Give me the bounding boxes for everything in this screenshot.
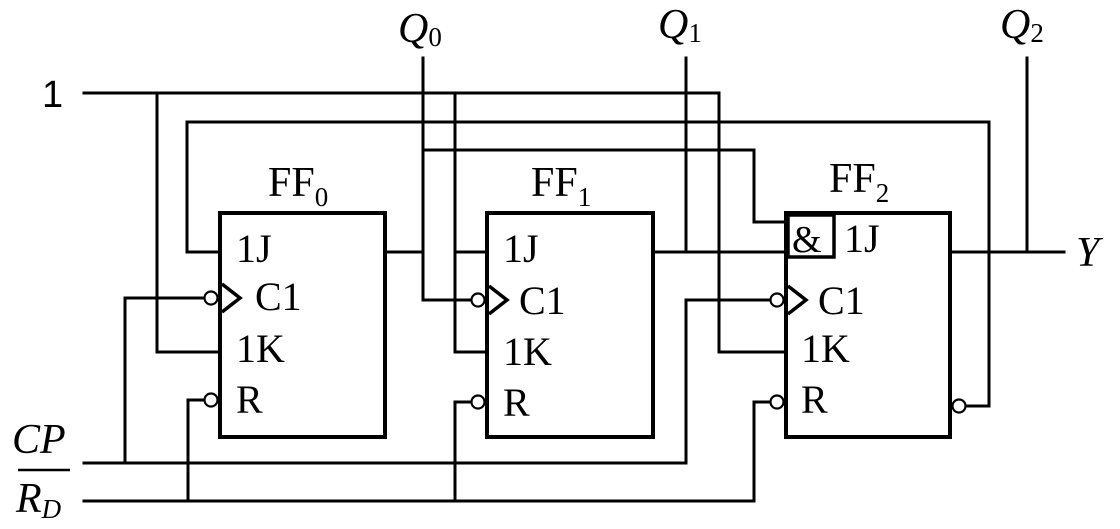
ff1-reset-bubble-icon <box>470 394 486 410</box>
ff0-box <box>218 211 387 439</box>
q2-label: Q2 <box>1000 2 1044 48</box>
rd-letter: R <box>15 476 42 522</box>
wire-one-to-ff0-k <box>155 91 222 354</box>
ff2-index: 2 <box>876 178 890 208</box>
wires <box>82 56 1066 503</box>
ff1-r-label: R <box>503 380 530 425</box>
q0-letter: Q <box>398 6 428 52</box>
q0-subscript: 0 <box>428 22 442 52</box>
ff0-name: FF <box>268 160 315 206</box>
ff1-k-label: 1K <box>503 329 552 374</box>
signal-labels: Q0 Q1 Q2 1 CP RD Y <box>12 2 1104 524</box>
ff2-k-label: 1K <box>801 326 850 371</box>
flip-flop-ff1: 1J C1 1K R FF1 <box>470 160 655 439</box>
q2-letter: Q <box>1000 2 1030 48</box>
ff2-c-label: C1 <box>818 278 865 323</box>
ff0-title: FF0 <box>268 160 328 212</box>
rd-subscript: D <box>41 494 62 524</box>
wire-cp-to-ff2-clock <box>684 298 772 465</box>
ff1-c-label: C1 <box>519 278 566 323</box>
wire-rd-to-ff0-reset <box>186 398 205 503</box>
ff0-r-label: R <box>236 377 263 422</box>
ff1-j-label: 1J <box>503 226 539 271</box>
ff1-clock-triangle-icon <box>487 284 510 316</box>
ff0-index: 0 <box>315 182 329 212</box>
ff2-reset-bubble-icon <box>769 394 785 410</box>
wire-one-to-ff2-k <box>717 91 788 354</box>
ff2-r-label: R <box>801 377 828 422</box>
ff2-clock-triangle-icon <box>786 284 809 316</box>
ff2-clock-bubble-icon <box>769 292 785 308</box>
q1-subscript: 1 <box>688 18 702 48</box>
q1-label: Q1 <box>658 2 702 48</box>
ff2-title: FF2 <box>829 156 889 208</box>
ff2-and-gate-box <box>786 213 836 259</box>
ff1-name: FF <box>531 160 578 206</box>
wire-rd-to-ff2-reset <box>752 400 772 503</box>
ff1-box <box>485 211 655 439</box>
ff1-clock-bubble-icon <box>470 292 486 308</box>
wire-one-to-ff1-k <box>453 91 489 354</box>
ff0-j-label: 1J <box>236 226 272 271</box>
ff2-and-gate-symbol: & <box>792 219 822 261</box>
wire-q0-to-and-gate <box>421 148 788 224</box>
q0-label: Q0 <box>398 6 442 52</box>
logic-one-label: 1 <box>42 74 63 116</box>
ff0-clock-bubble-icon <box>203 290 219 306</box>
ff0-k-label: 1K <box>236 326 285 371</box>
wire-cp-to-ff0-clock <box>123 296 205 465</box>
flip-flop-ff0: 1J C1 1K R FF0 <box>203 160 387 439</box>
ff1-index: 1 <box>578 182 592 212</box>
y-output-label: Y <box>1076 230 1104 276</box>
ff0-c-label: C1 <box>255 274 302 319</box>
q1-letter: Q <box>658 2 688 48</box>
ff0-reset-bubble-icon <box>203 392 219 408</box>
flip-flop-ff2: & 1J C1 1K R FF2 <box>769 156 967 439</box>
ff0-clock-triangle-icon <box>220 282 243 314</box>
rd-label: RD <box>15 476 62 524</box>
q2-subscript: 2 <box>1030 18 1044 48</box>
ff1-title: FF1 <box>531 160 591 212</box>
wire-q2bar-feedback <box>185 120 991 408</box>
ff2-name: FF <box>829 156 876 202</box>
cp-label: CP <box>12 417 66 463</box>
wire-q0-line <box>421 56 472 302</box>
wire-rd-to-ff1-reset <box>453 400 472 503</box>
ff2-qbar-bubble-icon <box>951 398 967 414</box>
ff2-j-label: 1J <box>844 216 880 261</box>
